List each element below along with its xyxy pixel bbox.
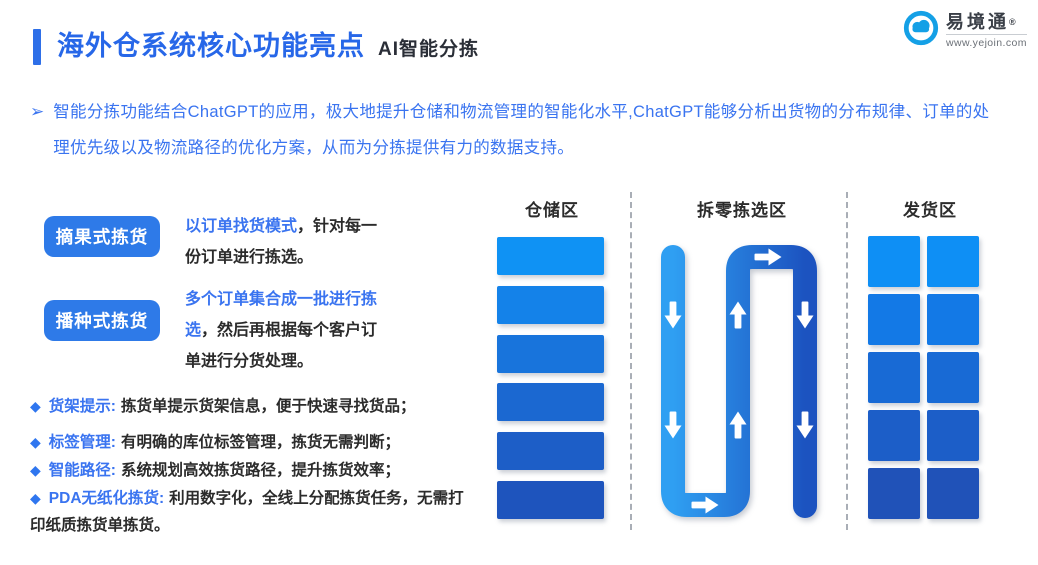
intro-paragraph: ➢ 智能分拣功能结合ChatGPT的应用，极大地提升仓储和物流管理的智能化水平,… (30, 94, 995, 166)
zone-label-picking: 拆零拣选区 (697, 201, 787, 220)
shelf-bar (497, 285, 604, 324)
shelf-bar (497, 334, 604, 373)
pallet-square (927, 236, 979, 287)
pallet-square (927, 410, 979, 461)
page-subtitle: AI智能分拣 (378, 39, 480, 60)
feature-label: 标签管理: (48, 434, 116, 451)
zone-divider-dashed (630, 192, 632, 530)
storage-shelf-stack (497, 237, 604, 519)
zone-divider-dashed (846, 192, 848, 530)
pallet-square (868, 352, 920, 403)
desc-highlight: 多个订单集合成一批进行拣选 (185, 291, 378, 339)
cloud-e-logo-icon (902, 9, 940, 52)
diamond-icon: ◆ (30, 398, 41, 414)
mode-pill-picking-by-order: 摘果式拣货 (44, 216, 160, 257)
logo-text-block: 易境通® www.yejoin.com (946, 12, 1027, 49)
feature-label: PDA无纸化拣货: (48, 490, 165, 507)
feature-smart-route: ◆ 智能路径:系统规划高效拣货路径，提升拣货效率； (30, 457, 482, 484)
desc-rest: ，然后再根据每个客户订单进行分货处理。 (185, 322, 378, 370)
feature-text: 拣货单提示货架信息，便于快速寻找货品； (120, 398, 416, 415)
registered-mark: ® (1009, 17, 1016, 27)
pallet-square (868, 410, 920, 461)
feature-label-management: ◆ 标签管理:有明确的库位标签管理，拣货无需判断； (30, 429, 482, 456)
feature-text: 系统规划高效拣货路径，提升拣货效率； (120, 462, 400, 479)
pallet-square (868, 236, 920, 287)
arrow-bullet-icon: ➢ (30, 102, 45, 121)
serpentine-picking-route (661, 245, 817, 518)
shipping-pallet-grid (868, 236, 979, 519)
company-logo: 易境通® www.yejoin.com (902, 9, 1027, 52)
pallet-square (927, 352, 979, 403)
mode-desc-batch-picking: 多个订单集合成一批进行拣选，然后再根据每个客户订单进行分货处理。 (185, 284, 387, 377)
pallet-square (868, 468, 920, 519)
desc-highlight: 以订单找货模式 (185, 218, 298, 235)
logo-name: 易境通® (946, 12, 1027, 35)
diamond-icon: ◆ (30, 490, 41, 506)
feature-pda-paperless: ◆ PDA无纸化拣货:利用数字化，全线上分配拣货任务，无需打印纸质拣货单拣货。 (30, 485, 468, 539)
pallet-square (927, 468, 979, 519)
page-header: 海外仓系统核心功能亮点 AI智能分拣 (57, 24, 479, 63)
zone-label-storage: 仓储区 (525, 201, 579, 220)
shelf-bar (497, 383, 604, 422)
intro-text: 智能分拣功能结合ChatGPT的应用，极大地提升仓储和物流管理的智能化水平,Ch… (53, 103, 990, 157)
desc-rest: ，针对每一份订单进行拣选。 (185, 218, 378, 266)
title-accent-bar (33, 29, 41, 65)
feature-label: 货架提示: (48, 398, 116, 415)
mode-pill-batch-picking: 播种式拣货 (44, 300, 160, 341)
pallet-square (868, 294, 920, 345)
route-path (661, 245, 817, 518)
zone-label-shipping: 发货区 (903, 201, 957, 220)
feature-shelf-hint: ◆ 货架提示:拣货单提示货架信息，便于快速寻找货品； (30, 393, 482, 420)
shelf-bar (497, 237, 604, 275)
feature-label: 智能路径: (48, 462, 116, 479)
diamond-icon: ◆ (30, 462, 41, 478)
pallet-square (927, 294, 979, 345)
logo-url: www.yejoin.com (946, 37, 1027, 49)
feature-text: 利用数字化，全线上分配拣货任务，无需打印纸质拣货单拣货。 (30, 490, 464, 534)
diamond-icon: ◆ (30, 434, 41, 450)
shelf-bar (497, 480, 604, 519)
feature-text: 有明确的库位标签管理，拣货无需判断； (120, 434, 400, 451)
page-title: 海外仓系统核心功能亮点 (57, 31, 365, 61)
mode-desc-picking-by-order: 以订单找货模式，针对每一份订单进行拣选。 (185, 211, 387, 273)
shelf-bar (497, 432, 604, 471)
